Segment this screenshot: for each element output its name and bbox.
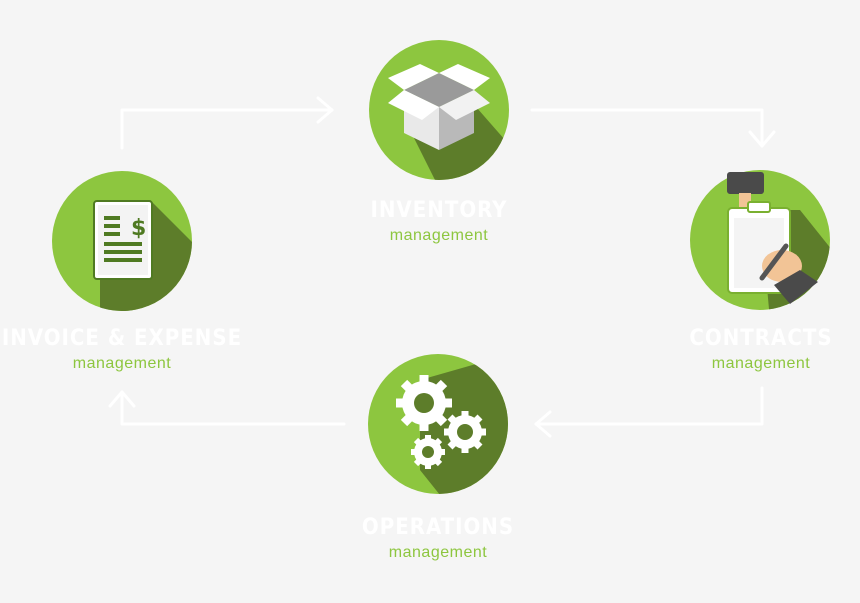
open-box-icon — [388, 64, 490, 150]
arrowhead-invoice — [108, 390, 136, 408]
dollar-sign-icon: $ — [131, 216, 146, 241]
gears-icon — [396, 375, 486, 469]
inventory-label: INVENTORY management — [309, 200, 569, 244]
inventory-title: INVENTORY — [370, 198, 508, 223]
operations-title: OPERATIONS — [361, 515, 515, 540]
contracts-node — [690, 170, 830, 310]
small-gear — [411, 435, 445, 469]
invoice-subtitle: management — [72, 355, 172, 372]
arrowhead-operations — [534, 410, 552, 438]
operations-subtitle: management — [388, 544, 488, 561]
arrowhead-inventory — [316, 96, 334, 124]
contracts-subtitle: management — [711, 355, 811, 372]
operations-node — [368, 354, 508, 494]
inventory-node — [369, 40, 509, 180]
large-gear — [396, 375, 452, 431]
contracts-label: CONTRACTS management — [631, 328, 860, 372]
invoice-label: INVOICE & EXPENSE management — [0, 328, 252, 372]
invoice-node: $ — [52, 171, 192, 311]
arrow-invoice-to-inventory — [120, 108, 334, 150]
arrow-inventory-to-contracts — [530, 108, 764, 148]
operations-label: OPERATIONS management — [308, 517, 568, 561]
inventory-subtitle: management — [389, 227, 489, 244]
medium-gear — [444, 411, 486, 453]
arrow-operations-to-invoice — [120, 390, 346, 426]
clipboard-signing-icon — [727, 172, 818, 304]
arrow-contracts-to-operations — [534, 386, 764, 426]
contracts-title: CONTRACTS — [689, 326, 833, 351]
arrowhead-contracts — [748, 130, 776, 148]
invoice-title: INVOICE & EXPENSE — [1, 326, 243, 351]
invoice-dollar-icon: $ — [93, 200, 153, 280]
